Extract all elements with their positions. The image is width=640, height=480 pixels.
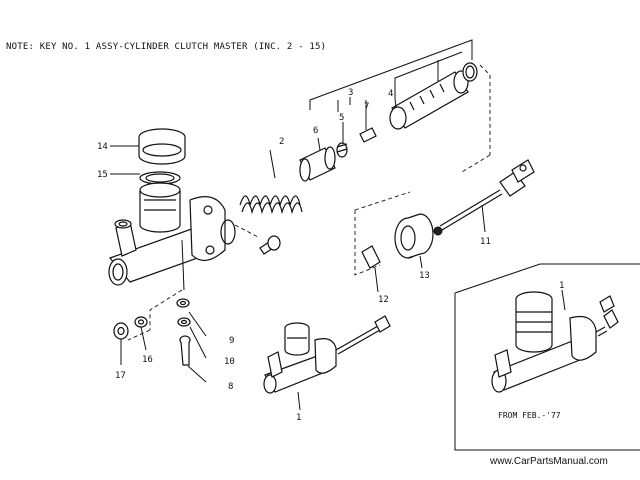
callout-14: 14 [97, 142, 108, 152]
inset-frame [454, 263, 640, 451]
snap-ring [361, 245, 381, 293]
callout-17: 17 [115, 371, 126, 381]
dust-boot [394, 213, 434, 269]
callout-9: 9 [229, 336, 234, 346]
piston [299, 137, 336, 182]
callout-12: 12 [378, 295, 389, 305]
diagram-note: NOTE: KEY NO. 1 ASSY-CYLINDER CLUTCH MAS… [6, 42, 327, 52]
callout-8: 8 [228, 382, 233, 392]
inset-cylinder-from-feb-77 [491, 289, 619, 393]
callout-7: 7 [364, 102, 369, 112]
group-bracket-3-4 [309, 39, 473, 112]
return-spring [239, 149, 303, 215]
push-rod-boot-assy [389, 62, 478, 130]
inset-caption: FROM FEB.-'77 [498, 411, 561, 420]
callout-10: 10 [224, 357, 235, 367]
callout-2: 2 [279, 137, 284, 147]
master-cylinder-body [108, 128, 236, 291]
callout-1-inset: 1 [559, 281, 564, 291]
callout-5: 5 [339, 113, 344, 123]
callout-16: 16 [142, 355, 153, 365]
mounting-bolt [259, 235, 281, 255]
callout-11: 11 [480, 237, 491, 247]
assembly-dashed-lines [127, 64, 491, 341]
callout-6: 6 [313, 126, 318, 136]
callout-15: 15 [97, 170, 108, 180]
leader-lines-14-15 [110, 145, 140, 175]
callout-3: 3 [348, 88, 353, 98]
callout-4: 4 [388, 89, 393, 99]
piston-cup-and-valve [336, 112, 377, 158]
push-rod [433, 159, 535, 236]
callout-numbers: 14 15 2 3 4 5 6 7 8 9 10 11 12 13 16 17 … [97, 88, 564, 423]
bleeder-cap-and-washer [113, 316, 148, 365]
washers-and-bolt [176, 298, 207, 383]
callout-1-main: 1 [296, 413, 301, 423]
assembled-cylinder-small [263, 315, 391, 411]
callout-13: 13 [419, 271, 430, 281]
watermark-text: www.CarPartsManual.com [490, 456, 608, 467]
